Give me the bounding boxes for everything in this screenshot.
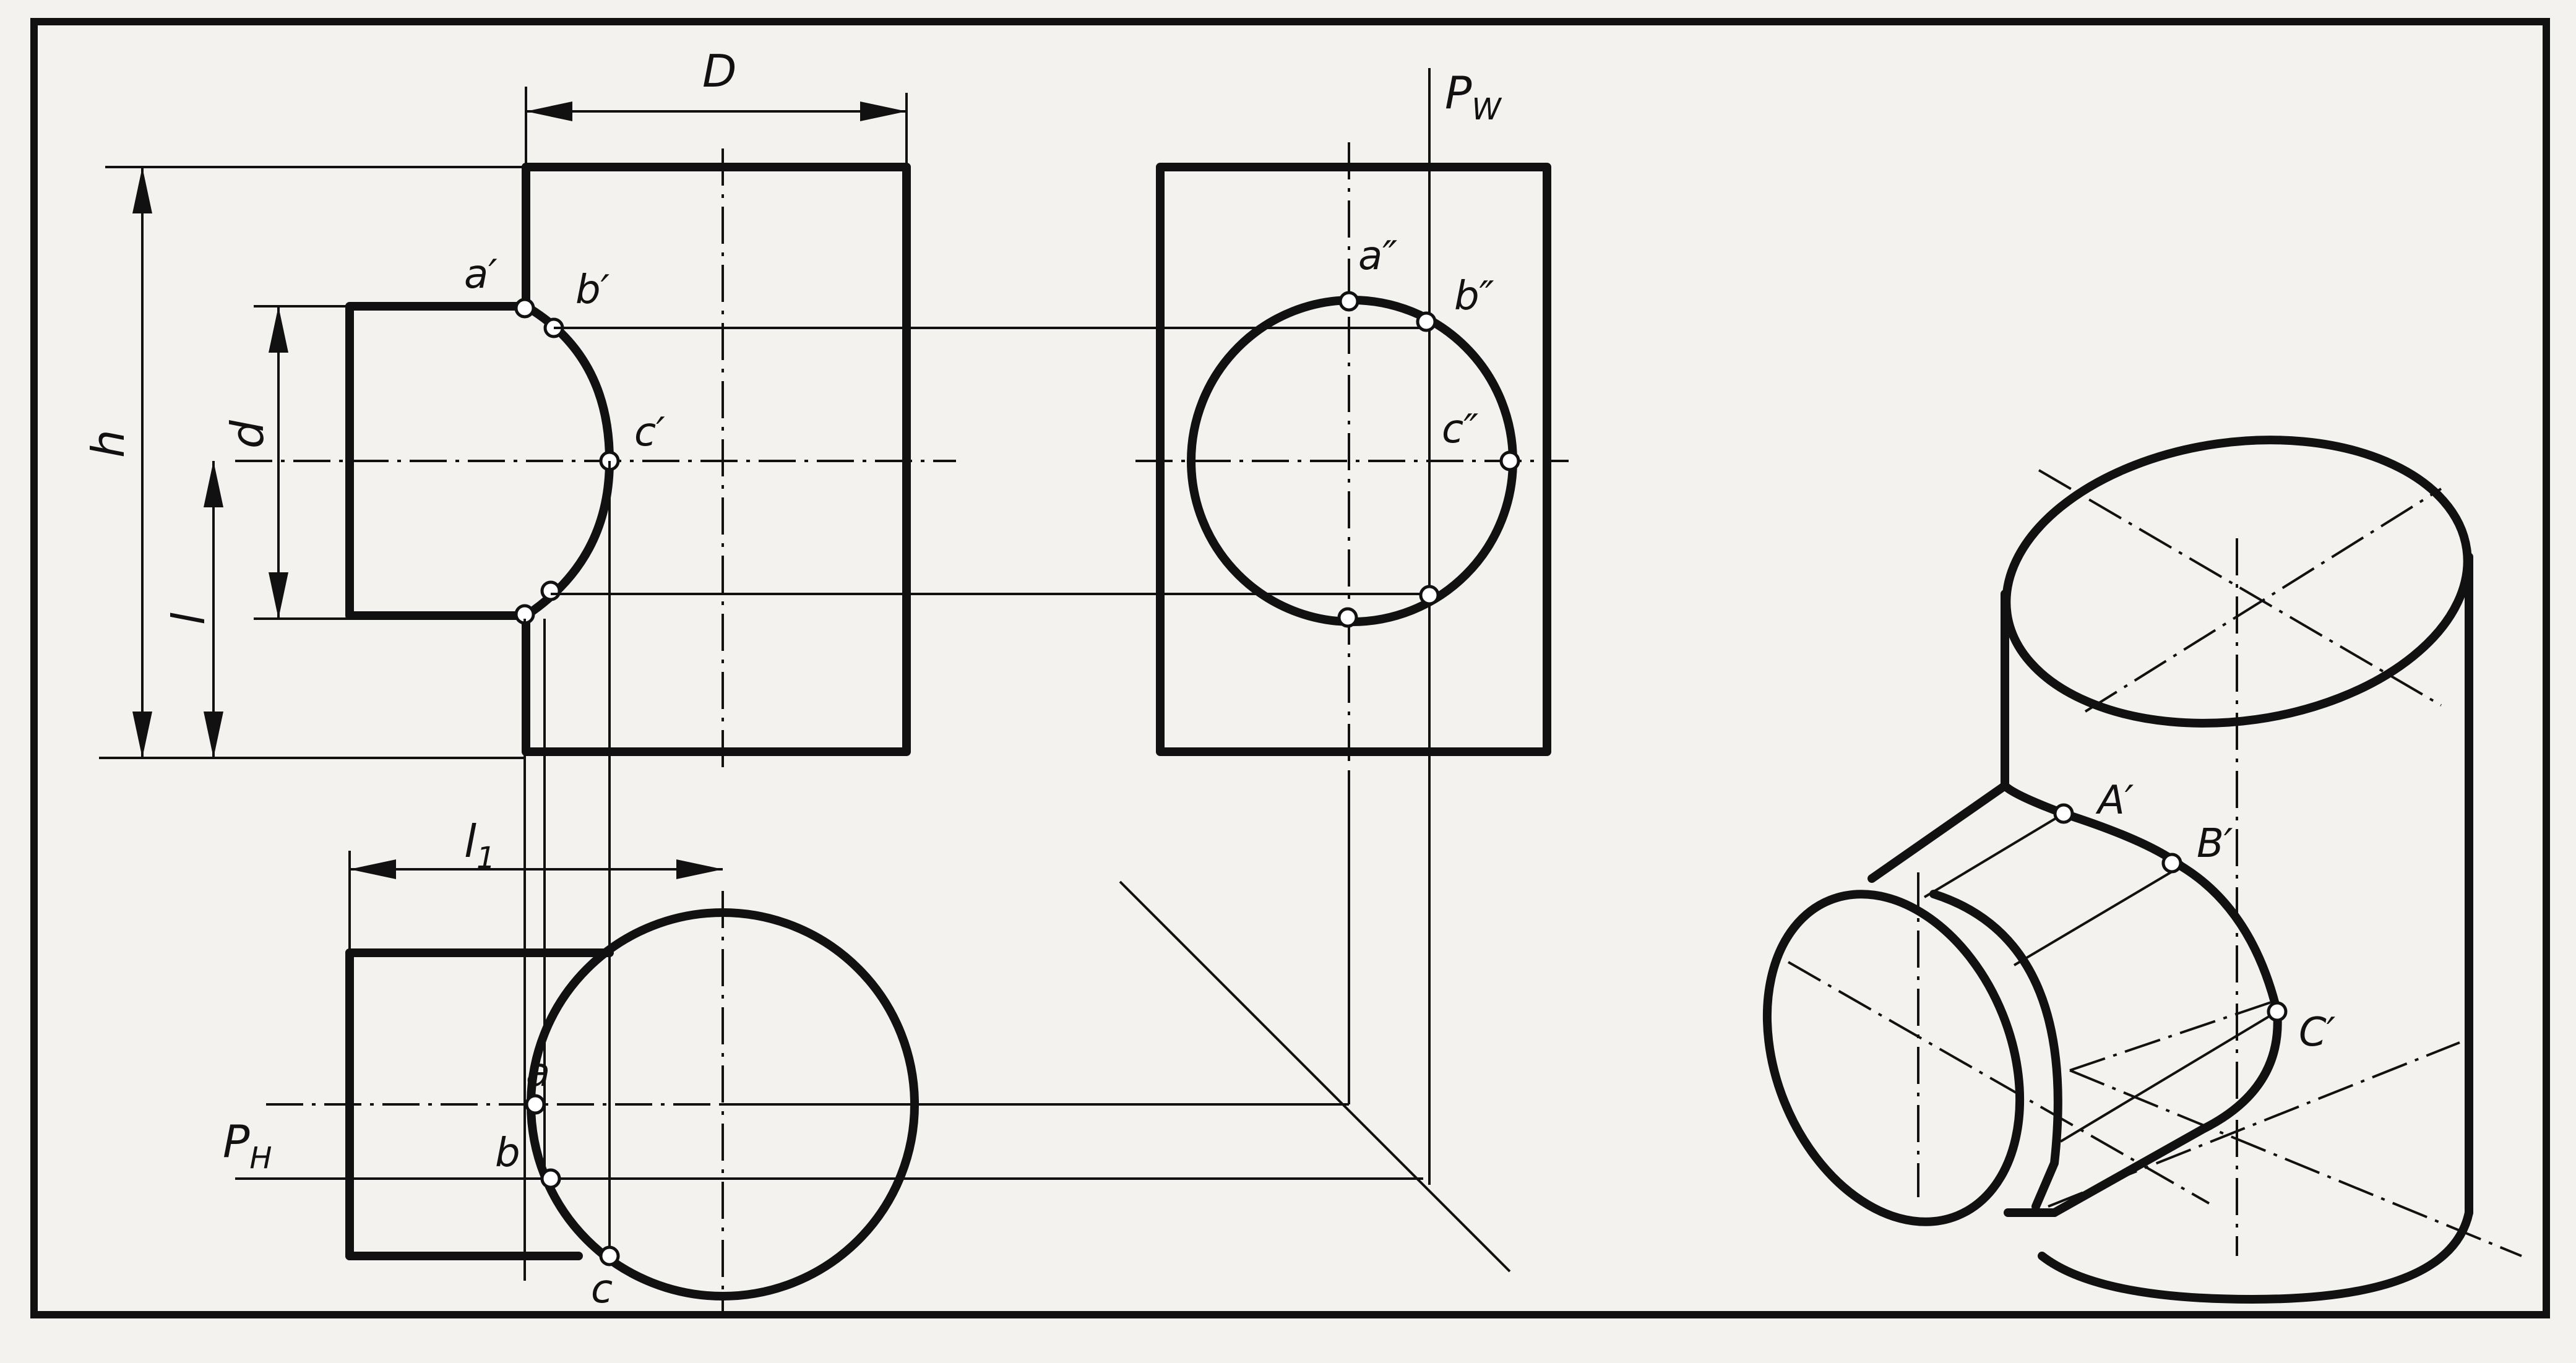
label-pw: PW (1445, 67, 1502, 127)
label-d: d (222, 419, 274, 449)
point-b (540, 1168, 561, 1189)
drawing-frame (30, 18, 2550, 1318)
point-A-prime (2053, 803, 2074, 824)
side-view: PW a″ b″ c″ (551, 67, 1569, 1185)
front-view: D h d l a′ b′ c′ (82, 45, 956, 773)
label-D: D (702, 45, 736, 97)
label-c-prime: c′ (634, 410, 665, 455)
label-h: h (82, 429, 134, 458)
point-b-prime-lower (540, 580, 561, 601)
label-a-double: a″ (1358, 233, 1397, 279)
label-B-prime: B′ (2197, 821, 2233, 867)
point-a (525, 1094, 546, 1115)
label-a: a (526, 1050, 550, 1096)
top-view: l1 PH a b c (223, 461, 1511, 1318)
label-ph: PH (223, 1116, 272, 1176)
point-c (599, 1245, 620, 1266)
point-a-double-lower (1337, 607, 1358, 628)
label-c-double: c″ (1442, 406, 1478, 452)
point-a-prime (514, 298, 535, 319)
point-b-double-lower (1419, 585, 1440, 606)
label-A-prime: A′ (2095, 778, 2134, 823)
point-B-prime (2161, 853, 2182, 874)
point-C-prime (2267, 1001, 2288, 1022)
point-b-double (1416, 311, 1437, 332)
label-b: b (495, 1130, 520, 1176)
point-a-double (1338, 291, 1359, 312)
label-b-prime: b′ (575, 267, 610, 313)
label-l1: l1 (464, 815, 496, 875)
label-a-prime: a′ (464, 252, 498, 298)
label-c: c (591, 1266, 613, 1312)
isometric-view: A′ B′ C′ (1762, 436, 2522, 1304)
label-C-prime: C′ (2299, 1010, 2336, 1056)
label-l: l (163, 613, 215, 625)
point-c-double (1499, 450, 1520, 471)
label-b-double: b″ (1454, 273, 1494, 319)
